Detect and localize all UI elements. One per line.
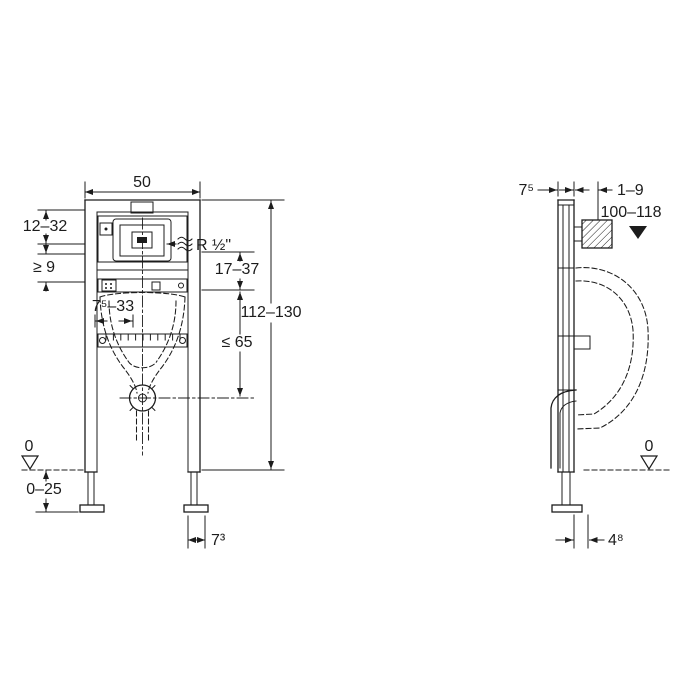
dim-wall-distance: 1–9 <box>559 181 644 221</box>
dim-flushpipe-range: 17–37 <box>201 251 260 291</box>
dim-min-clearance: ≥ 9 <box>33 244 85 292</box>
dim-profile-depth: 7⁵ <box>518 181 590 199</box>
dim-frame-height: 112–130 <box>201 199 302 471</box>
dim-flushpipe-range-label: 17–37 <box>215 261 260 278</box>
front-drain-outlet <box>128 384 157 412</box>
dim-inner-range: 7⁵–33 <box>92 298 134 328</box>
dim-profile-depth-label: 7⁵ <box>518 182 534 199</box>
dim-front-offset: 4⁸ <box>555 514 624 549</box>
dim-foot-adjust: 0–25 <box>26 470 79 513</box>
front-view: 50 12–32 ≥ 9 R ½" 1 <box>20 174 302 549</box>
supply-level-triangle-icon <box>629 226 647 239</box>
floor-level-front-label: 0 <box>25 438 34 455</box>
side-feet <box>551 471 583 513</box>
dim-foot-adjust-label: 0–25 <box>26 481 62 498</box>
dim-min-clearance-label: ≥ 9 <box>33 259 55 276</box>
level-triangle-icon <box>639 455 659 471</box>
front-centerlines <box>119 217 255 456</box>
dim-drain-height-max: ≤ 65 <box>221 291 253 397</box>
wall-anchor-hatch <box>581 219 613 249</box>
dim-top-range: 12–32 <box>23 209 85 245</box>
water-flow-icon <box>166 236 193 252</box>
dim-frame-height-label: 112–130 <box>240 304 301 321</box>
dim-inner-range-label: 7⁵–33 <box>92 298 134 315</box>
dim-top-range-label: 12–32 <box>23 218 68 235</box>
dim-drain-height-max-label: ≤ 65 <box>221 334 252 351</box>
side-view: 7⁵ 1–9 100–118 0 4⁸ <box>518 181 673 549</box>
dim-foot-depth: 7³ <box>187 515 226 549</box>
side-mounting-bracket <box>573 335 591 350</box>
dim-foot-depth-label: 7³ <box>211 532 226 549</box>
front-support-rail <box>97 333 188 348</box>
dim-supply-height-label: 100–118 <box>600 204 661 221</box>
side-wall-anchor <box>573 219 613 249</box>
floor-level-marker-side: 0 <box>583 438 673 471</box>
dim-wall-distance-label: 1–9 <box>617 182 644 199</box>
side-urinal-bowl-outline <box>575 267 649 430</box>
level-triangle-icon <box>20 455 40 471</box>
side-outlet-pipe <box>550 389 577 469</box>
dim-front-offset-label: 4⁸ <box>608 532 624 549</box>
dim-supply-height: 100–118 <box>600 204 662 239</box>
dim-frame-width-label: 50 <box>133 174 151 191</box>
water-supply-label: R ½" <box>196 237 231 254</box>
water-supply-annotation: R ½" <box>166 236 231 254</box>
floor-level-marker-front: 0 <box>20 438 40 471</box>
floor-level-side-label: 0 <box>645 438 654 455</box>
front-feet <box>79 471 209 513</box>
dim-frame-width: 50 <box>84 174 201 199</box>
front-frame <box>84 199 201 473</box>
front-cistern <box>97 215 188 271</box>
